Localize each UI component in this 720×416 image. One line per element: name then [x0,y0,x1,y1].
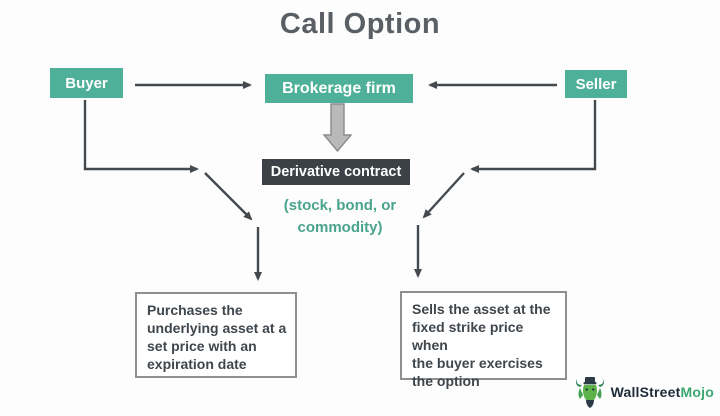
arrow-seller-down-elbow [470,100,597,173]
buyer-node: Buyer [50,68,123,98]
brokerage-firm-node: Brokerage firm [265,74,413,103]
seller-node: Seller [565,70,627,98]
seller-outcome-node: Sells the asset at the fixed strike pric… [400,291,567,389]
logo-wordmark: WallStreetMojo [611,384,714,400]
wallstreetmojo-logo: WallStreetMojo [573,374,714,410]
block-arrow-brokerage-to-derivative [322,103,353,153]
asset-types-caption: (stock, bond, or commodity) [283,197,397,236]
buyer-outcome-node: Purchases the underlying asset at a set … [135,292,297,378]
buyer-label: Buyer [65,74,108,92]
arrow-buyer-diagonal [204,172,253,221]
logo-mojo-text: Mojo [680,384,714,400]
derivative-contract-node: Derivative contract [262,159,410,185]
logo-wallstreet-text: WallStreet [610,384,681,400]
derivative-contract-label: Derivative contract [270,164,402,180]
arrow-buyer-down-elbow [83,100,199,173]
bull-icon [575,377,604,408]
brokerage-firm-label: Brokerage firm [282,79,396,97]
arrow-seller-diagonal [422,172,465,219]
page-title: Call Option [279,8,441,40]
seller-label: Seller [575,75,617,93]
